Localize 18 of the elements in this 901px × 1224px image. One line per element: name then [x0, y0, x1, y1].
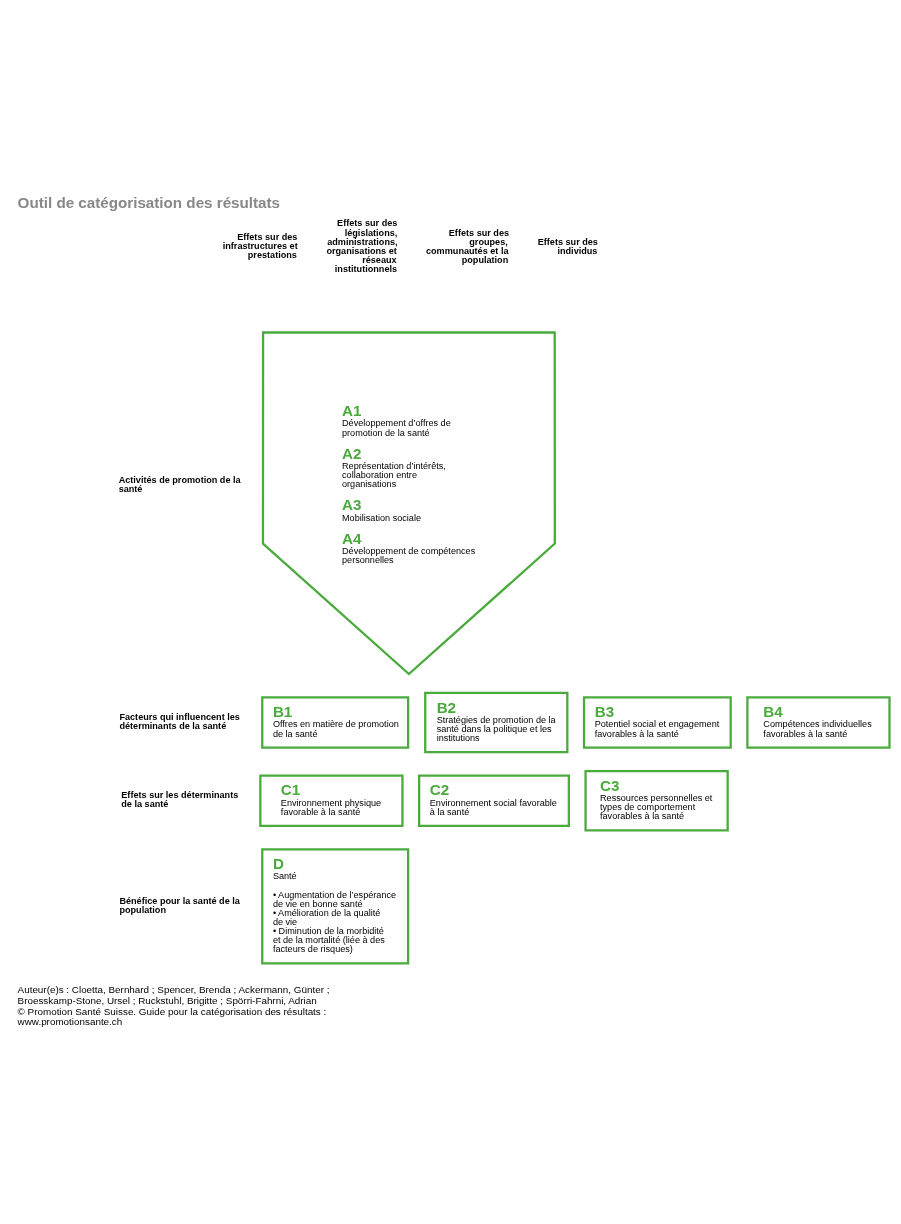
- label: Effets sur les déterminants de la santé: [121, 789, 239, 809]
- label: Bénéfice pour la santé de la population: [119, 895, 240, 915]
- label: Effets sur des individus: [537, 236, 598, 256]
- node-box: B2 Stratégies de promotion de la santé dans la politique et les institutions: [424, 691, 569, 753]
- label: Effets sur des législations, administrations, organisations et réseaux institutionnels: [326, 217, 398, 274]
- caption: Auteur(e)s : Cloetta, Bernhard ; Spencer, Brenda ; Ackermann, Günter ; Broesskamp-Stone, Ursel ; Ruckstuhl, Brigitte ; Spörri-Fahrni, Adrian © Promotion Santé Suisse. Guide pour la catégorisation des résultats : www.promotionsante.ch: [17, 983, 330, 1027]
- label: Effets sur des groupes, communautés et la population: [426, 227, 510, 265]
- node-box: C1 Environnement physique favorable à la santé: [259, 774, 404, 827]
- node-box: B3 Potentiel social et engagement favorables à la santé: [582, 695, 732, 749]
- label: Activités de promotion de la santé: [118, 474, 241, 494]
- diagram-title: Outil de catégorisation des résultats: [17, 193, 281, 211]
- node-box: B1 Offres en matière de promotion de la santé: [261, 695, 410, 749]
- label: Facteurs qui influencent les déterminants de la santé: [119, 711, 240, 731]
- node-box: B4 Compétences individuelles favorables à la santé: [746, 695, 891, 749]
- node-box: C2 Environnement social favorable à la santé: [418, 774, 570, 827]
- label: Effets sur des infrastructures et prestations: [222, 231, 298, 260]
- node-box: C3 Ressources personnelles et types de comportement favorables à la santé: [584, 769, 729, 831]
- node-box: D Santé • Augmentation de l’espérance de vie en bonne santé • Amélioration de la qualité de vie • Diminution de la morbidité et de la mortalité (liée à des facteurs de risques): [261, 847, 410, 964]
